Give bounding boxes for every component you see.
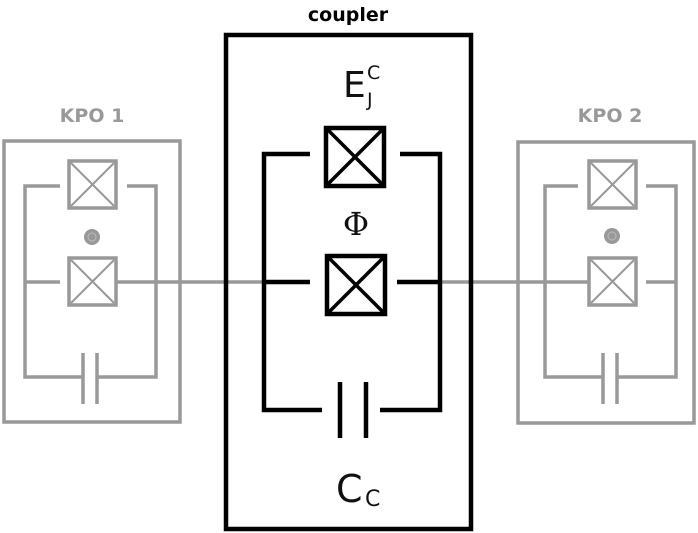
svg-text:C: C bbox=[367, 62, 380, 84]
cc-label: C C bbox=[336, 467, 380, 512]
coupler-box bbox=[223, 32, 474, 532]
kpo2-flux-dot-icon bbox=[604, 228, 620, 244]
flux-phi-label: Φ bbox=[343, 205, 369, 243]
kpo2-junction-top-icon bbox=[587, 159, 638, 210]
svg-text:C: C bbox=[336, 467, 363, 511]
svg-text:C: C bbox=[365, 487, 380, 512]
coupler-junction-top-icon bbox=[323, 125, 387, 189]
kpo1-block bbox=[2, 139, 182, 424]
kpo2-capacitor-icon bbox=[601, 353, 619, 404]
kpo1-capacitor-icon bbox=[81, 353, 99, 404]
kpo2-block bbox=[516, 140, 696, 425]
ej-label: E C J bbox=[343, 62, 380, 111]
coupler-capacitor-icon bbox=[337, 382, 369, 438]
kpo2-box bbox=[516, 140, 696, 425]
kpo2-label: KPO 2 bbox=[578, 105, 643, 127]
kpo2-junction-bottom-icon bbox=[587, 256, 638, 307]
svg-text:J: J bbox=[366, 89, 373, 111]
svg-text:E: E bbox=[343, 65, 366, 106]
coupler-junction-bottom-icon bbox=[324, 253, 388, 317]
coupler-label: coupler bbox=[308, 4, 389, 26]
coupler-block bbox=[223, 32, 474, 532]
kpo1-flux-dot-icon bbox=[84, 229, 100, 245]
kpo1-label: KPO 1 bbox=[60, 105, 125, 127]
kpo1-junction-bottom-icon bbox=[67, 256, 118, 307]
kpo1-junction-top-icon bbox=[67, 159, 118, 210]
kpo1-box bbox=[2, 139, 182, 424]
